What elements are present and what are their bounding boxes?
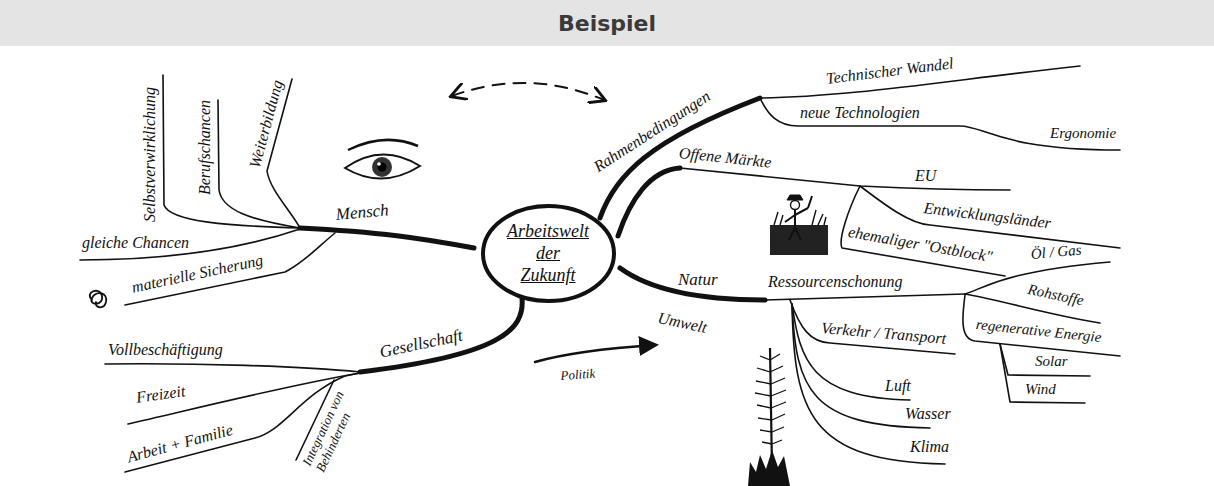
main-branch xyxy=(360,298,522,372)
tree-illustration xyxy=(748,348,790,486)
sub-branch xyxy=(760,98,1120,150)
main-branch xyxy=(620,268,765,300)
sub-branch xyxy=(680,168,1010,190)
branch-label: Vollbeschäftigung xyxy=(108,340,223,359)
circle-outline-shape xyxy=(483,206,614,301)
branch-label: Arbeit + Familie xyxy=(125,420,235,467)
sub-branch xyxy=(105,364,360,372)
branch-label: Politik xyxy=(560,366,596,384)
dashed-arrow xyxy=(452,83,604,100)
eye-illustration xyxy=(345,140,420,179)
sub-branch xyxy=(765,294,965,300)
central-topic: Arbeitswelt der Zukunft xyxy=(507,220,589,286)
branch-label: Mensch xyxy=(335,200,389,225)
tree-twigs xyxy=(755,354,786,444)
sub-branch xyxy=(790,300,955,354)
branch-label: Entwicklungsländer xyxy=(923,198,1052,233)
branch-label: Freizeit xyxy=(135,381,186,407)
figure-head xyxy=(791,201,800,210)
branch-label: gleiche Chancen xyxy=(82,233,189,252)
figure-illustration xyxy=(770,195,828,255)
branch-label: neue Technologien xyxy=(800,103,920,122)
eye-iris xyxy=(372,157,392,177)
branch-label: Wasser xyxy=(905,404,951,423)
figure-body xyxy=(785,196,812,240)
branch-label: Berufschancen xyxy=(195,100,214,195)
sub-branch xyxy=(841,186,1005,276)
politics-arrow xyxy=(535,345,655,362)
branch-label: Ergonomie xyxy=(1050,124,1116,142)
branch-label: Solar xyxy=(1035,352,1068,370)
figure-ground xyxy=(770,225,828,255)
branch-label: Offene Märkte xyxy=(678,143,772,172)
sub-branch xyxy=(963,295,1120,356)
branch-label: Integration von Behinderten xyxy=(300,379,366,475)
sub-branch xyxy=(163,75,300,228)
eye-pupil xyxy=(378,163,387,172)
tree-grass xyxy=(748,450,790,486)
main-branch xyxy=(618,168,680,236)
symbol-squiggle xyxy=(90,291,106,308)
eye-shape xyxy=(345,154,420,178)
branch-label: Ressourcenschonung xyxy=(768,272,903,291)
eye-highlight xyxy=(377,162,381,166)
branch-label: Selbstverwirklichung xyxy=(140,87,159,222)
branch-label: Rohstoffe xyxy=(1026,280,1085,309)
sub-branch xyxy=(80,229,300,260)
sub-branch xyxy=(1000,344,1090,376)
title-band: Beispiel xyxy=(0,0,1214,46)
branch-label: Klima xyxy=(910,437,949,456)
branch-label: Umwelt xyxy=(656,308,709,337)
figure-hat xyxy=(787,195,803,200)
branch-label: ehemaliger "Ostblock" xyxy=(847,222,994,266)
branch-label: Öl / Gas xyxy=(1030,241,1082,263)
branch-label: Natur xyxy=(678,270,718,290)
title-text: Beispiel xyxy=(558,11,656,36)
sub-branch xyxy=(792,304,910,400)
sub-branch xyxy=(1000,344,1085,403)
branch-label: EU xyxy=(915,166,936,185)
central-circle: Arbeitswelt der Zukunft xyxy=(481,204,616,303)
branch-label: Luft xyxy=(885,376,911,395)
branch-label: Wind xyxy=(1025,380,1056,398)
eye-brow xyxy=(348,140,418,150)
main-branch xyxy=(300,228,474,248)
figure-plants xyxy=(774,210,826,225)
